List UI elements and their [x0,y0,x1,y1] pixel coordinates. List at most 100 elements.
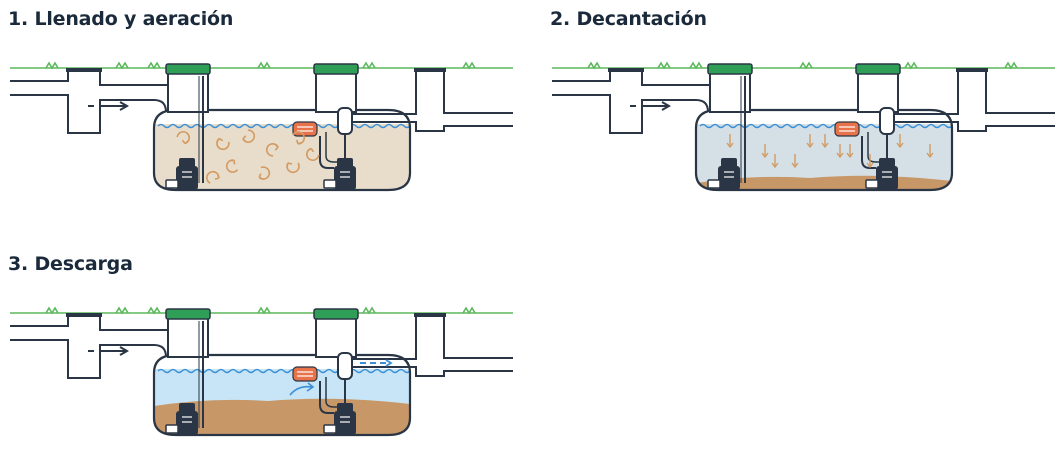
tank-outline [152,353,412,437]
inlet-pipe-upper [552,68,711,110]
settling-arrow-icon [836,144,844,159]
grass-icon [462,306,476,315]
grass-icon [1004,61,1018,70]
grass-icon [45,61,59,70]
access-shaft-right [313,63,359,113]
outlet-pipe-upper [894,68,1055,115]
panel-aeration: 1. Llenado y aeración [8,8,528,218]
access-shaft-right [855,63,901,113]
tank-liquid [154,369,410,435]
flow-arrow-icon [242,129,256,143]
grass-icon [362,306,376,315]
grass-icon [657,61,671,70]
pump-left-icon [707,158,740,190]
settling-arrow-icon [866,154,874,169]
inlet-flow-arrow-icon [100,101,130,111]
flow-arrow-icon [292,131,306,145]
grass-icon [689,61,703,70]
panel-title-aeration: 1. Llenado y aeración [8,8,234,30]
shaft-lid [707,63,753,75]
tank-outline [152,108,412,192]
access-shaft-left [707,63,753,113]
diagram-group [10,61,513,192]
tank-diagram-aeration [10,61,513,192]
flow-arrow-icon [286,162,300,174]
grass-icon [257,61,271,70]
controller-pipe [319,136,334,169]
discharge-device-icon [879,107,895,160]
inlet-flow-arrow-icon [642,101,672,111]
flow-arrow-icon [206,170,220,184]
outlet-pipe-lower [352,121,513,132]
discharge-device-icon [337,107,353,160]
inlet-pipe-lower [552,94,709,134]
pump-left-icon [165,403,198,435]
grass-icon [799,61,813,70]
shaft-lid [313,308,359,320]
inlet-pipe-lower [10,339,167,379]
outlet-manhole-cap [414,313,446,317]
shaft-lid [313,63,359,75]
grass-icon [362,61,376,70]
grass-icon [462,61,476,70]
settling-arrow-icon [771,154,779,169]
panel-discharge: 3. Descarga [8,253,528,463]
flow-arrow-icon [306,147,320,161]
settling-arrow-icon [726,134,734,149]
grass-icon [45,306,59,315]
grass-icon [257,306,271,315]
discharge-pipe-inner [325,132,344,163]
inlet-pipe-lower [10,94,167,134]
pump-left-icon [165,158,198,190]
flow-arrow-icon [225,159,239,173]
settling-arrow-icon [821,134,829,149]
grass-icon [147,306,161,315]
controller-icon [834,121,860,137]
inlet-pipe-upper [10,68,169,110]
panel-settling: 2. Decantación [550,8,1061,218]
flow-arrow-icon [176,131,190,145]
inlet-manhole-cap [66,68,102,72]
outflow-arrow-icon [385,359,393,367]
flow-arrow-icon [265,143,279,157]
panel-title-discharge: 3. Descarga [8,253,133,275]
controller-pipe [319,381,334,414]
grass-icon [115,61,129,70]
controller-icon [292,366,318,382]
diagram-group [552,61,1055,192]
pump-right-icon [865,158,898,190]
grass-icon [147,61,161,70]
discharge-pipe-inner [325,377,344,408]
intake-flow-arrowhead [306,382,315,392]
intake-flow-arrow-icon [289,385,313,396]
access-shaft-right [313,308,359,358]
water-surface [157,368,411,374]
settling-arrow-icon [896,134,904,149]
diagram-group [10,306,513,437]
inlet-pipe-upper [10,313,169,355]
pump-right-icon [323,158,356,190]
access-shaft-left [165,63,211,113]
shaft-lid [855,63,901,75]
inlet-manhole-cap [66,313,102,317]
water-surface [157,123,411,129]
water-surface [699,123,953,129]
pump-right-icon [323,403,356,435]
settling-arrow-icon [846,144,854,159]
controller-icon [292,121,318,137]
flow-arrow-icon [258,166,271,180]
shaft-lid [165,63,211,75]
grass-icon [904,61,918,70]
settling-arrow-icon [926,144,934,159]
inlet-manhole-cap [608,68,644,72]
grass-icon [115,306,129,315]
inlet-flow-arrow-icon [100,346,130,356]
flow-arrow-icon [216,137,230,151]
outlet-manhole-cap [956,68,988,72]
tank-diagram-settling [552,61,1055,192]
outlet-pipe-upper [352,68,513,115]
outlet-manhole-cap [414,68,446,72]
shaft-lid [165,308,211,320]
outlet-pipe-lower [352,366,513,377]
outlet-pipe-upper [352,313,513,360]
